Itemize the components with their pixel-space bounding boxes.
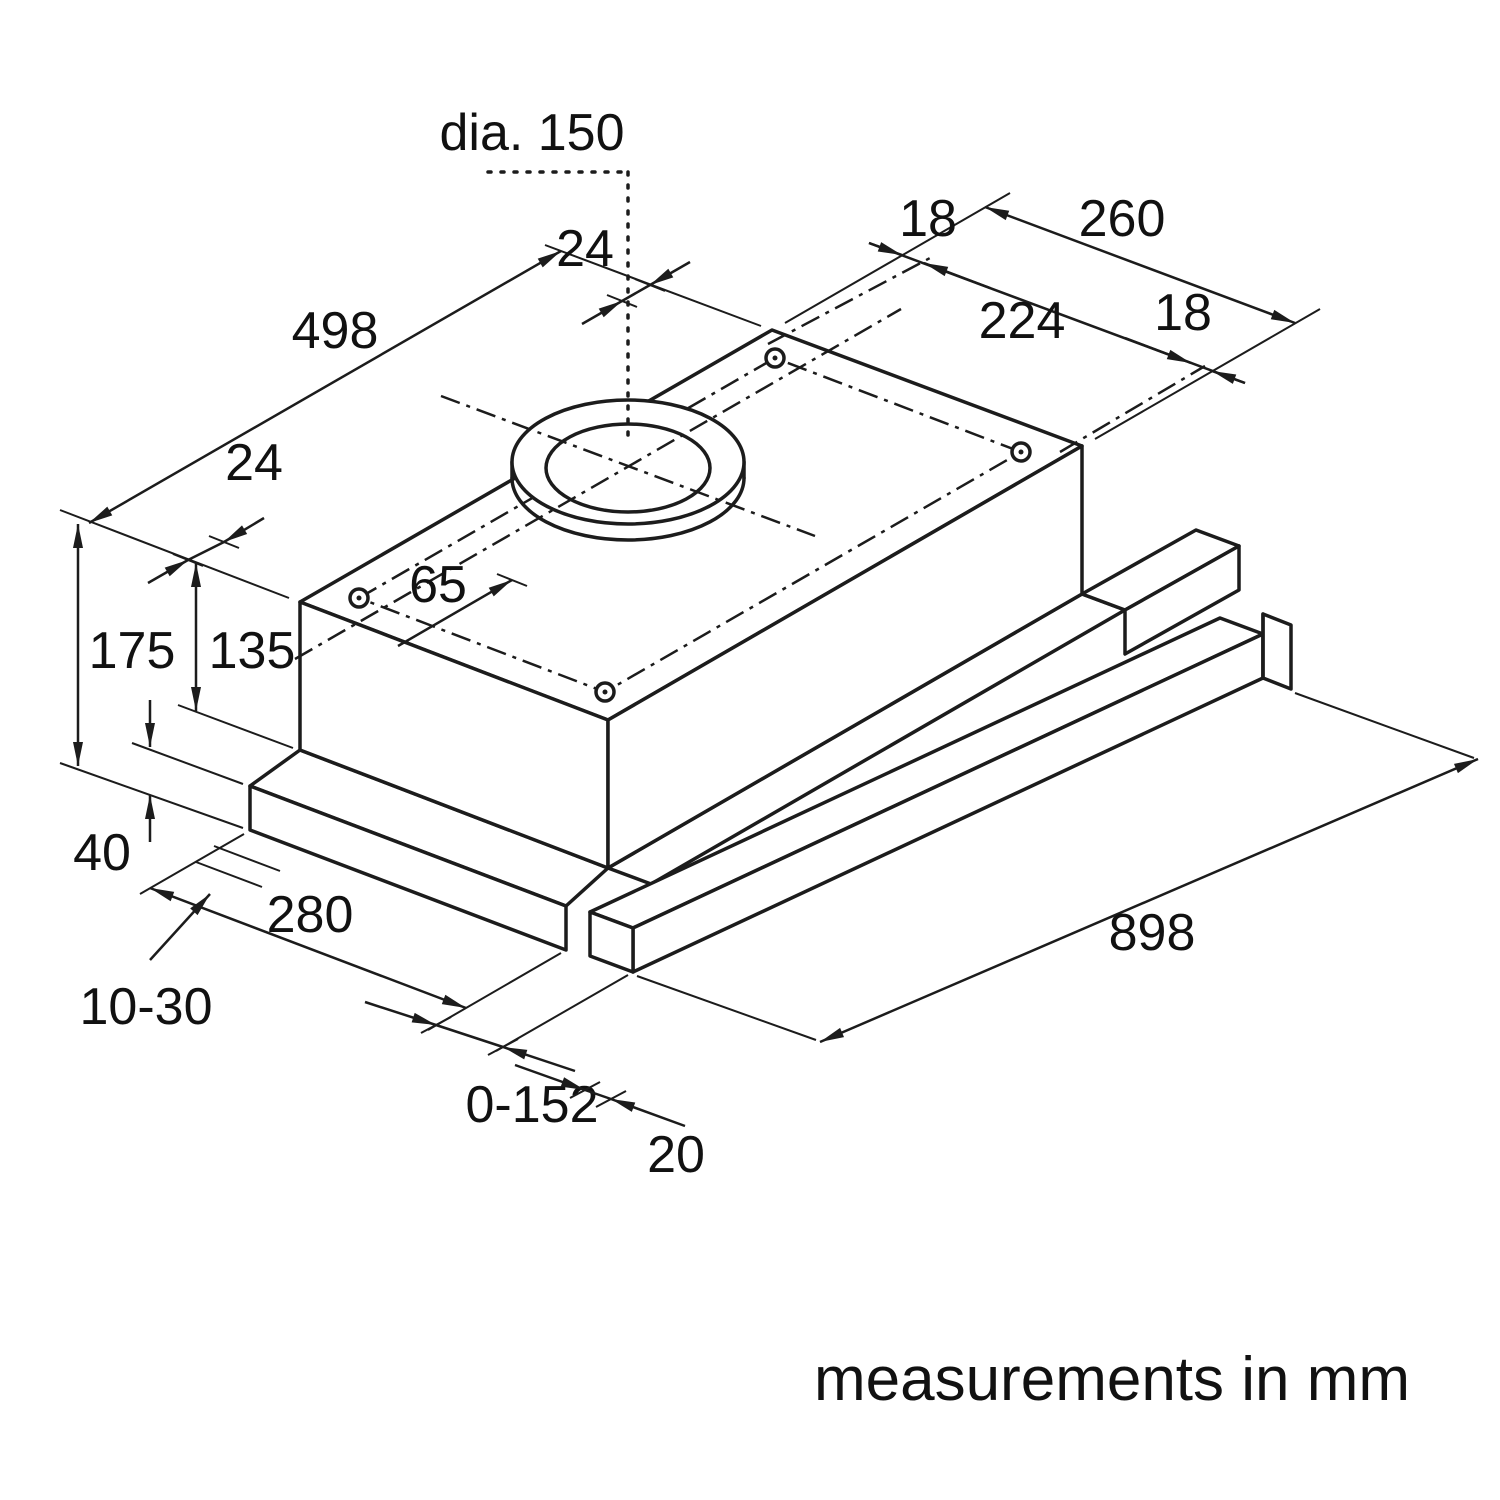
dim-screw-positions: 18 224 18 bbox=[868, 190, 1246, 385]
base-front-lip bbox=[248, 748, 610, 952]
dim-label-total-width: 898 bbox=[1109, 904, 1196, 962]
dim-total-height: 175 bbox=[73, 524, 176, 766]
dim-label-front-lip: 20 bbox=[647, 1126, 705, 1184]
dim-label-duct-diameter: dia. 150 bbox=[439, 104, 624, 162]
units-caption: measurements in mm bbox=[814, 1345, 1410, 1414]
dim-label-pullout-range: 0-152 bbox=[466, 1076, 599, 1134]
dim-front-lip: 20 bbox=[514, 1063, 705, 1184]
dim-duct-diameter: dia. 150 bbox=[439, 104, 630, 442]
dim-duct-offset: 65 bbox=[397, 556, 528, 648]
dim-label-screw-margin-top: 18 bbox=[899, 190, 957, 248]
dim-label-total-height: 175 bbox=[89, 622, 176, 680]
dim-label-inset-left: 24 bbox=[225, 434, 283, 492]
dim-label-duct-offset: 65 bbox=[409, 556, 467, 614]
dim-label-screw-spacing: 224 bbox=[979, 292, 1066, 350]
dim-label-housing-height: 135 bbox=[209, 622, 296, 680]
screw-holes bbox=[348, 347, 1032, 703]
dim-label-screw-margin-bottom: 18 bbox=[1154, 284, 1212, 342]
dim-lower-depth: 280 bbox=[149, 886, 467, 1010]
dim-visor-height: 40 bbox=[73, 700, 155, 882]
dim-pullout-range: 0-152 bbox=[364, 1000, 599, 1134]
motor-housing-box bbox=[298, 328, 1084, 870]
dim-housing-height: 135 bbox=[191, 563, 296, 711]
dim-inset-top: 24 bbox=[556, 220, 691, 326]
dim-label-visor-height: 40 bbox=[73, 824, 131, 882]
dim-label-wall-clearance: 10-30 bbox=[80, 978, 213, 1036]
screw-leader-lines bbox=[767, 256, 1206, 454]
dim-housing-width: 498 bbox=[88, 249, 562, 525]
dim-inset-left: 24 bbox=[147, 434, 283, 585]
dim-label-lower-depth: 280 bbox=[267, 886, 354, 944]
drawer-end-cap bbox=[1261, 612, 1293, 691]
dim-label-inset-top: 24 bbox=[556, 220, 614, 278]
dim-total-width: 898 bbox=[819, 757, 1479, 1044]
dim-label-housing-width: 498 bbox=[292, 302, 379, 360]
dim-top-depth: 260 bbox=[984, 190, 1296, 325]
dim-label-top-depth: 260 bbox=[1079, 190, 1166, 248]
